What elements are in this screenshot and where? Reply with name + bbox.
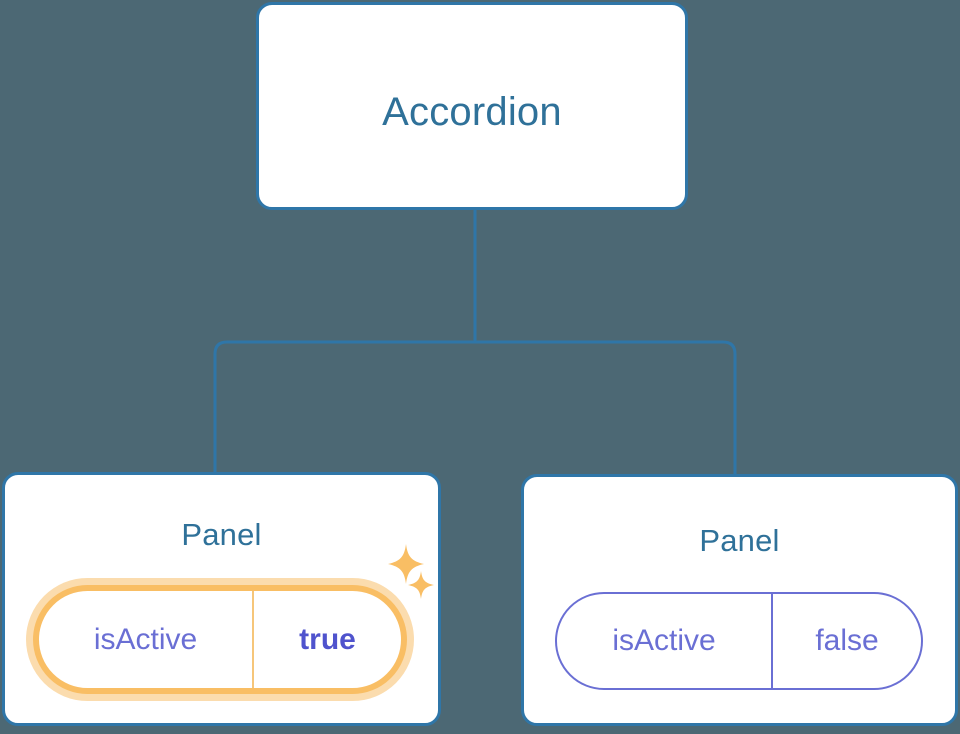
node-accordion-title: Accordion	[382, 90, 562, 134]
prop-value: true	[299, 622, 356, 656]
prop-pill-isactive-true[interactable]: isActive true	[33, 585, 407, 694]
connector-bracket	[213, 340, 737, 474]
prop-pill-isactive-false[interactable]: isActive false	[555, 592, 923, 690]
node-panel-active-title: Panel	[181, 517, 262, 552]
prop-value: false	[815, 624, 879, 657]
sparkle-icon	[408, 571, 434, 599]
node-panel-inactive-title: Panel	[699, 523, 780, 558]
prop-key: isActive	[557, 594, 773, 688]
sparkle-icon	[388, 544, 424, 584]
node-accordion[interactable]: Accordion	[256, 2, 688, 210]
prop-key: isActive	[39, 591, 254, 688]
